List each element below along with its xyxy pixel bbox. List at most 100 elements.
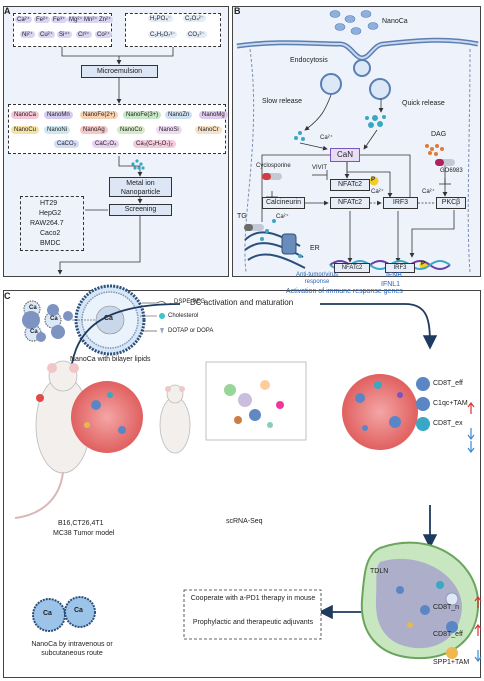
- spp1-tam-label: SPP1+TAM: [433, 659, 470, 666]
- panel-a-label: A: [4, 6, 11, 16]
- er-channel: [260, 219, 302, 258]
- nanoparticle-pill: CaCO₃: [54, 140, 80, 148]
- cation-item: Co²⁺: [95, 31, 112, 38]
- cation-item: Cr³⁺: [76, 31, 92, 38]
- screening-box: Screening: [109, 204, 172, 216]
- cation-item: Mn²⁺: [82, 16, 100, 23]
- adjuvant-label: Prophylactic and therapeutic adjuvants: [192, 619, 314, 626]
- ca-label-1: Ca: [29, 305, 37, 311]
- cell-type-icons-bottom: [445, 592, 459, 659]
- anion-item: C₂O₄²⁻: [183, 15, 206, 22]
- cation-item: Ca²⁺: [15, 16, 32, 23]
- dotap-label: DOTAP or DOPA: [168, 328, 214, 334]
- dag-label: DAG: [431, 131, 447, 138]
- anion-item: C₆H₅O₇³⁻: [148, 31, 178, 38]
- cell-membrane: [236, 37, 479, 273]
- ca-bottom-label-1: Ca: [43, 610, 52, 617]
- cation-item: Mg²⁺: [67, 16, 85, 23]
- nanoparticle-pill: Ca₃(C₆H₅O₇)₂: [133, 140, 176, 148]
- nanoparticle-pill: NanoCr: [195, 126, 222, 134]
- nanoparticle-pill: NanoFe(3+): [123, 111, 162, 119]
- cation-item: Cu²⁺: [38, 31, 55, 38]
- nfatc2-box-mid: NFATc2: [330, 197, 370, 209]
- therapy-box: [183, 589, 322, 640]
- nanoca-caption: NanoCa with bilayer lipids: [70, 356, 151, 363]
- nanoparticle-pill: NanoCo: [117, 126, 146, 134]
- tumor-model-label-1: B16,CT26,4T1: [58, 520, 104, 527]
- nanoparticle-pill: NanoSi: [156, 126, 182, 134]
- nanoparticle-pill: CaC₂O₄: [92, 140, 120, 148]
- ca-core-label: Ca: [104, 315, 113, 322]
- ifnb-label: IFNB: [386, 272, 402, 279]
- cholesterol-label: Cholesterol: [168, 313, 199, 319]
- activation-label: Activation of immune response genes: [286, 288, 403, 295]
- microemulsion-box: Microemulsion: [81, 65, 158, 78]
- nanocluster-dots: [131, 159, 145, 170]
- pkcb-box: PKCβ: [436, 197, 466, 209]
- irf3-box-mid: IRF3: [383, 197, 418, 209]
- er-label: ER: [310, 245, 320, 252]
- cell-type-icons-top: [416, 377, 430, 431]
- route-label: NanoCa by intravenous or subcutaneous ro…: [31, 641, 113, 657]
- go6983-label: GO6983: [440, 168, 463, 174]
- ca2-label-er: Ca²⁺: [276, 214, 289, 220]
- nanoparticle-pill: NanoFe(2+): [80, 111, 119, 119]
- nfatc2-box-nucleus: NFATc2: [334, 263, 370, 273]
- panel-c-arrows: [69, 303, 438, 620]
- c1qc-tam-label: C1qc+TAM: [433, 400, 468, 407]
- nanoparticle-pill: NanoCa: [11, 111, 40, 119]
- cell-line-item: RAW264.7: [30, 220, 64, 227]
- nanoparticle-pill: NanoMg: [199, 111, 228, 119]
- cd8-n-label: CD8T_n: [433, 604, 460, 611]
- nanoparticle-pill: NanoAg: [80, 126, 108, 134]
- drug-capsules: [244, 159, 455, 231]
- nanoparticle-pill: NanoNi: [44, 126, 71, 134]
- endocytosis-label: Endocytosis: [290, 57, 328, 64]
- irf3-box-nucleus: IRF3: [385, 263, 415, 273]
- tumor-left: [71, 381, 143, 453]
- nfatc2-box-top: NFATc2: [330, 179, 370, 191]
- up-down-arrows: [467, 402, 482, 662]
- panel-b-label: B: [234, 6, 241, 16]
- ca2-label-mid-1: Ca²⁺: [371, 189, 384, 195]
- nanoparticle-pill: NanoCu: [11, 126, 40, 134]
- p-badge-label-1: P: [371, 177, 376, 183]
- anion-item: H₂PO₄⁻: [148, 15, 173, 22]
- nanoca-bottom: [32, 596, 96, 632]
- dag-dots: [425, 144, 444, 156]
- cation-item: Si⁴⁺: [57, 31, 73, 38]
- dc-cells: [22, 304, 73, 342]
- nanoca-particles: [23, 284, 172, 356]
- cyclosporine-label: Cyclosporine: [256, 163, 291, 169]
- panel-a-arrows: [57, 47, 174, 275]
- lymph-node: [360, 541, 480, 660]
- panel-b-arrows: [261, 94, 455, 263]
- nanoparticle-pill: NanoMn: [44, 111, 73, 119]
- ifnl1-label: IFNL1: [381, 281, 401, 288]
- nanoca-label: NanoCa: [382, 18, 408, 25]
- p-badge-label-2: P: [421, 261, 426, 267]
- cell-line-box: [20, 196, 84, 251]
- cell-line-item: BMDC: [40, 240, 61, 247]
- calcineurin-box: Calcineurin: [262, 197, 305, 209]
- nanoparticle-pill: NanoZn: [165, 111, 193, 119]
- metal-ion-np-box: Metal ion Nanoparticle: [109, 177, 172, 197]
- cation-item: Fe²⁺: [34, 16, 51, 23]
- can-box: CaN: [330, 148, 360, 162]
- cation-item: Ni²⁺: [20, 31, 35, 38]
- tumor-right: [342, 374, 418, 450]
- cd8-ex-label: CD8T_ex: [433, 420, 463, 427]
- cd8-eff2-label: CD8T_eff: [433, 631, 463, 638]
- ca-label-3: Ca: [30, 329, 38, 335]
- cell-line-item: HT29: [40, 200, 58, 207]
- tumor-model-label-2: MC38 Tumor model: [53, 530, 115, 537]
- dspe-label: DSPE-PEG: [174, 299, 206, 305]
- tdln-label: TDLN: [370, 568, 389, 575]
- umap-plot: [205, 361, 307, 441]
- scrna-label: scRNA-Seq: [226, 518, 263, 525]
- panel-b: [232, 6, 481, 277]
- cd8-eff-label: CD8T_eff: [433, 380, 463, 387]
- mouse-left: [14, 360, 91, 519]
- anti-tumor-label: Anti-tumor/virus response: [295, 272, 338, 285]
